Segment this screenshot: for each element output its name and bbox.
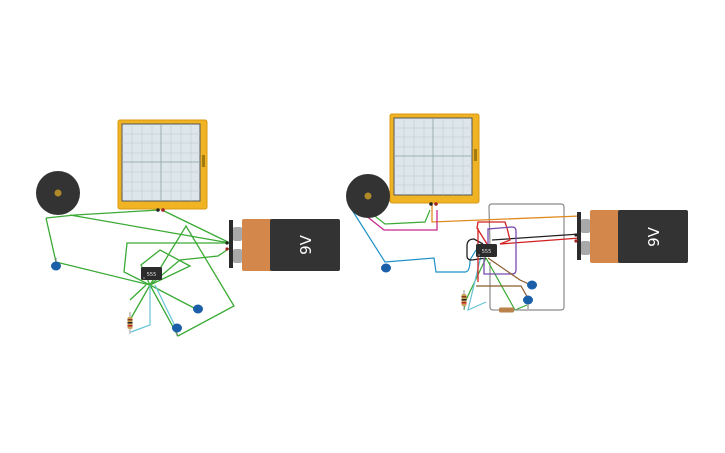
wires-left — [45, 209, 235, 337]
capacitor[interactable] — [527, 280, 537, 290]
scope-terminal[interactable] — [156, 208, 160, 212]
wire[interactable] — [463, 257, 487, 311]
wire[interactable] — [149, 247, 231, 286]
battery-terminal-plate — [229, 220, 233, 268]
wire[interactable] — [45, 217, 57, 263]
wire[interactable] — [351, 209, 477, 273]
battery-terminal[interactable] — [233, 227, 242, 241]
chip-label: 555 — [147, 272, 157, 278]
battery-terminal-plate — [577, 212, 581, 260]
wire[interactable] — [45, 209, 160, 219]
battery-plus-node[interactable] — [574, 233, 578, 237]
wires-left-cyan — [130, 284, 177, 333]
battery-minus-node[interactable] — [574, 239, 578, 243]
battery-9v[interactable]: 9V — [574, 210, 688, 263]
wire[interactable] — [467, 255, 487, 312]
wire[interactable] — [476, 257, 532, 301]
scope-side-label — [474, 149, 477, 161]
wire[interactable] — [55, 261, 197, 310]
wire[interactable] — [431, 205, 581, 223]
timer-chip-555[interactable]: 555 — [141, 267, 162, 280]
battery-9v[interactable]: 9V — [225, 219, 340, 271]
wire[interactable] — [129, 284, 151, 321]
wire[interactable] — [129, 284, 147, 301]
resistor[interactable] — [461, 290, 467, 310]
battery-terminal[interactable] — [581, 219, 590, 233]
resistor[interactable] — [127, 312, 133, 334]
wire[interactable] — [488, 203, 565, 311]
capacitor[interactable] — [51, 258, 61, 271]
battery-terminal[interactable] — [233, 249, 242, 263]
capacitor[interactable] — [381, 263, 391, 273]
chip-label: 555 — [482, 249, 492, 255]
timer-chip-555[interactable]: 555 — [476, 244, 497, 257]
wire[interactable] — [161, 209, 231, 244]
battery-plus-node[interactable] — [225, 241, 229, 245]
wire[interactable] — [485, 257, 528, 311]
wire[interactable] — [483, 226, 517, 275]
circuit-left: 555 9V — [36, 119, 340, 337]
wire[interactable] — [123, 242, 230, 286]
scope-terminal[interactable] — [429, 202, 433, 206]
resistor[interactable] — [493, 307, 520, 313]
wire[interactable] — [149, 224, 235, 337]
oscilloscope[interactable] — [117, 119, 208, 212]
wire[interactable] — [466, 233, 581, 261]
battery-minus-node[interactable] — [225, 247, 229, 251]
wire[interactable] — [69, 214, 231, 244]
scope-terminal[interactable] — [161, 208, 165, 212]
wire[interactable] — [154, 284, 177, 329]
battery-label: 9V — [645, 226, 663, 247]
capacitor[interactable] — [523, 295, 533, 310]
scope-terminal[interactable] — [434, 202, 438, 206]
battery-terminal[interactable] — [581, 241, 590, 255]
wire[interactable] — [354, 206, 438, 231]
piezo-buzzer[interactable] — [346, 174, 390, 218]
capacitor[interactable] — [193, 304, 203, 314]
wire[interactable] — [130, 285, 151, 333]
oscilloscope[interactable] — [389, 113, 480, 206]
piezo-buzzer[interactable] — [36, 171, 80, 215]
circuit-right: 555 9V — [346, 113, 688, 313]
capacitor[interactable] — [172, 323, 182, 337]
scope-side-label — [202, 155, 205, 167]
battery-label: 9V — [297, 234, 315, 255]
